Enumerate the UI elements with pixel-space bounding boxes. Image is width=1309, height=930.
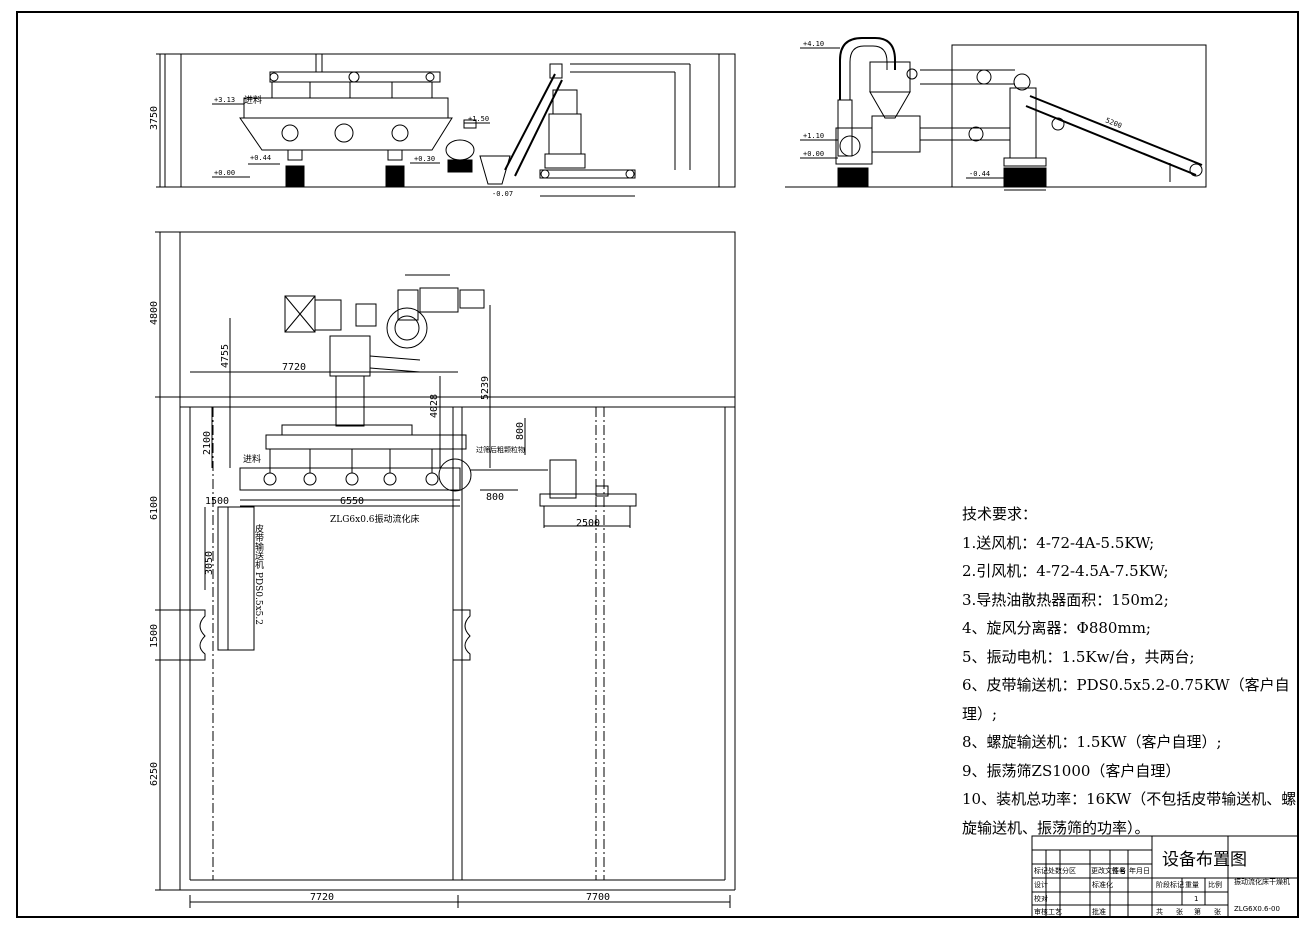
svg-text:批准: 批准 xyxy=(1092,907,1106,916)
svg-text:+0.30: +0.30 xyxy=(414,155,435,163)
svg-text:比例: 比例 xyxy=(1208,880,1222,889)
svg-text:张: 张 xyxy=(1176,907,1183,916)
side-conveyor-length: 5200 xyxy=(1104,116,1123,130)
svg-text:2100: 2100 xyxy=(202,431,213,455)
front-elevation-view: 3750 xyxy=(149,53,736,198)
tech-req-item: 4、旋风分离器：Φ880mm; xyxy=(962,619,1151,637)
tech-req-item: 10、装机总功率：16KW（不包括皮带输送机、螺旋输送机、振荡筛的功率）。 xyxy=(962,790,1297,837)
svg-text:共: 共 xyxy=(1156,907,1163,916)
svg-text:-0.44: -0.44 xyxy=(969,170,990,178)
svg-text:-0.07: -0.07 xyxy=(492,190,513,198)
sieve-note: 过筛后粗颗粒物 xyxy=(476,445,525,454)
svg-text:分区: 分区 xyxy=(1062,866,1076,875)
drawing-title: 设备布置图 xyxy=(1162,850,1247,870)
tech-req-item: 6、皮带输送机：PDS0.5x5.2-0.75KW（客户自理）; xyxy=(962,676,1290,723)
svg-text:+0.44: +0.44 xyxy=(250,154,271,162)
svg-text:+4.10: +4.10 xyxy=(803,40,824,48)
tech-req-item: 5、振动电机：1.5Kw/台，共两台; xyxy=(962,647,1195,666)
svg-text:6100: 6100 xyxy=(149,496,160,520)
svg-text:3050: 3050 xyxy=(204,551,215,575)
tech-req-item: 3.导热油散热器面积：150m2; xyxy=(962,590,1169,609)
svg-text:800: 800 xyxy=(515,422,526,440)
svg-text:+3.13: +3.13 xyxy=(214,96,235,104)
svg-text:1500: 1500 xyxy=(205,496,229,507)
svg-text:+1.50: +1.50 xyxy=(468,115,489,123)
front-level-marks: +3.13 +0.44 +0.00 +1.50 +0.30 -0.07 进料 xyxy=(212,94,513,198)
svg-text:校对: 校对 xyxy=(1034,894,1048,903)
svg-text:800: 800 xyxy=(486,492,504,503)
svg-text:5239: 5239 xyxy=(480,376,491,400)
tech-req-item: 9、振荡筛ZS1000（客户自理） xyxy=(962,761,1181,780)
svg-text:张: 张 xyxy=(1214,907,1221,916)
svg-text:4028: 4028 xyxy=(429,394,440,418)
svg-text:更改文件号: 更改文件号 xyxy=(1091,866,1126,875)
tech-req-item: 2.引风机：4-72-4.5A-7.5KW; xyxy=(962,562,1169,580)
drawing-border xyxy=(16,11,1299,918)
svg-text:工艺: 工艺 xyxy=(1048,908,1062,916)
svg-text:+0.00: +0.00 xyxy=(214,169,235,177)
svg-text:第: 第 xyxy=(1194,907,1201,916)
front-feed-label: 进料 xyxy=(244,94,262,106)
svg-text:4755: 4755 xyxy=(220,344,231,368)
svg-text:7720: 7720 xyxy=(282,362,306,373)
svg-text:+0.00: +0.00 xyxy=(803,150,824,158)
belt-conveyor-label: 皮带输送机 PDS0.5x5.2 xyxy=(253,523,264,625)
svg-text:4800: 4800 xyxy=(149,301,160,325)
svg-text:1: 1 xyxy=(1194,895,1198,903)
svg-text:标记: 标记 xyxy=(1034,866,1048,875)
svg-text:6550: 6550 xyxy=(340,496,364,507)
title-block: 设备布置图 振动流化床干燥机 ZLG6X0.6-00 标记 处数 分区 更改文件… xyxy=(1031,835,1299,918)
technical-requirements: 技术要求： 1.送风机：4-72-4A-5.5KW; 2.引风机：4-72-4.… xyxy=(962,500,1302,842)
plan-view: 4800 6100 1500 6250 7720 7700 7720 4755 xyxy=(149,231,736,908)
svg-text:7700: 7700 xyxy=(586,892,610,903)
svg-text:处数: 处数 xyxy=(1048,866,1062,875)
svg-text:6250: 6250 xyxy=(149,762,160,786)
front-height-dim: 3750 xyxy=(149,106,160,130)
svg-text:年月日: 年月日 xyxy=(1129,866,1150,875)
tech-req-heading: 技术要求： xyxy=(962,505,1038,523)
tech-req-item: 1.送风机：4-72-4A-5.5KW; xyxy=(962,533,1155,552)
plan-feed-label: 进料 xyxy=(243,453,261,465)
svg-text:+1.10: +1.10 xyxy=(803,132,824,140)
tech-req-item: 8、螺旋输送机：1.5KW（客户自理）; xyxy=(962,733,1222,751)
svg-text:2500: 2500 xyxy=(576,518,600,529)
product-name: 振动流化床干燥机 xyxy=(1234,877,1290,886)
bed-label: ZLG6x0.6振动流化床 xyxy=(330,513,420,525)
svg-text:阶段标记: 阶段标记 xyxy=(1156,880,1184,889)
svg-text:1500: 1500 xyxy=(149,624,160,648)
side-elevation-view: 5200 +4.10 +1.10 +0.00 -0.44 xyxy=(785,37,1207,191)
svg-text:7720: 7720 xyxy=(310,892,334,903)
svg-text:签名: 签名 xyxy=(1112,866,1126,875)
svg-text:设计: 设计 xyxy=(1034,880,1048,889)
svg-text:审核: 审核 xyxy=(1034,907,1048,916)
svg-text:标准化: 标准化 xyxy=(1092,880,1113,889)
drawing-number: ZLG6X0.6-00 xyxy=(1234,905,1280,913)
svg-text:重量: 重量 xyxy=(1185,881,1199,889)
